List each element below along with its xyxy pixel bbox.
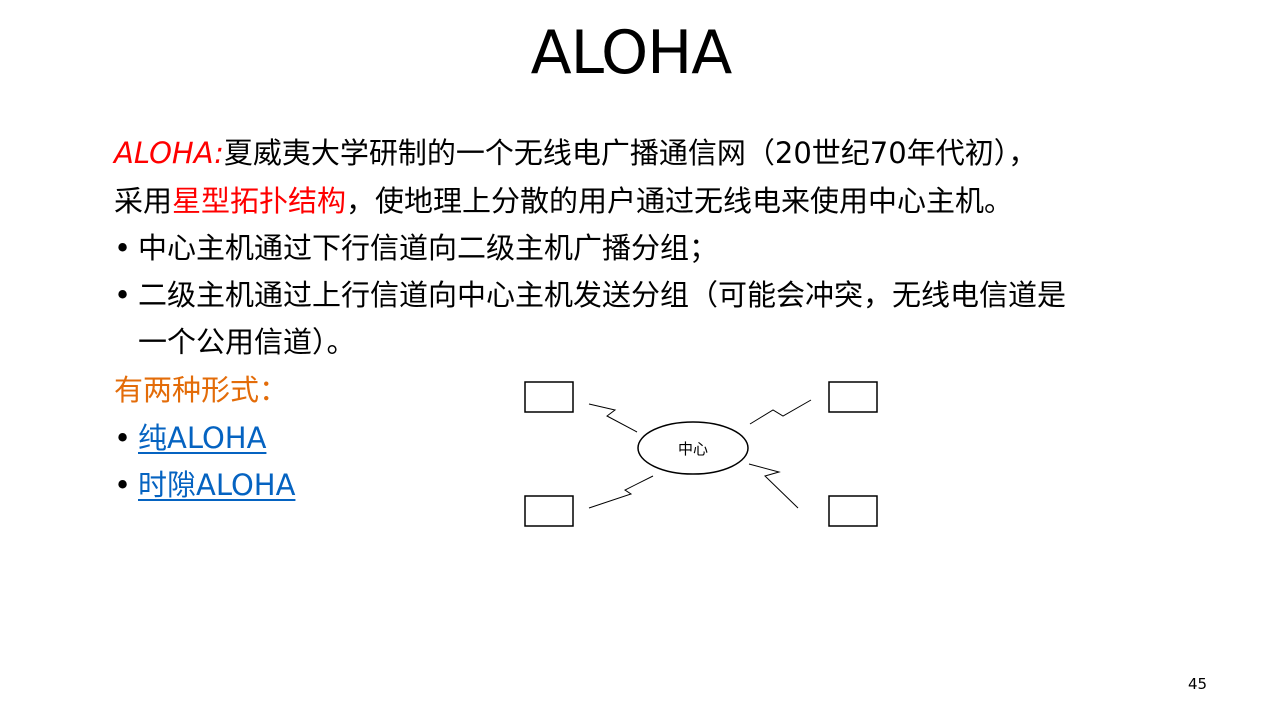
bullet-text: 二级主机通过上行信道向中心主机发送分组（可能会冲突，无线电信道是 — [138, 278, 1067, 312]
host-box-top-left — [524, 381, 574, 413]
bullet-uplink: •二级主机通过上行信道向中心主机发送分组（可能会冲突，无线电信道是 — [114, 271, 1066, 319]
pure-aloha-link[interactable]: 纯ALOHA — [138, 421, 267, 455]
bullet-marker: • — [114, 468, 132, 502]
star-topology-diagram: 中心 — [524, 381, 878, 527]
intro-line-1-text: 夏威夷大学研制的一个无线电广播通信网（20世纪70年代初）， — [223, 136, 1038, 170]
bullet-uplink-continuation: 一个公用信道）。 — [138, 325, 356, 359]
bullet-text: 中心主机通过下行信道向二级主机广播分组； — [138, 231, 719, 265]
bullet-downlink: •中心主机通过下行信道向二级主机广播分组； — [114, 224, 718, 272]
page-number: 45 — [1188, 675, 1208, 693]
forms-heading: 有两种形式： — [114, 373, 289, 407]
bullet-marker: • — [114, 421, 132, 455]
intro-label: ALOHA: — [114, 136, 224, 170]
host-box-bottom-left — [524, 495, 574, 527]
intro-line-2-post: ，使地理上分散的用户通过无线电来使用中心主机。 — [346, 184, 1014, 218]
slotted-aloha-link[interactable]: 时隙ALOHA — [138, 468, 296, 502]
host-box-top-right — [828, 381, 878, 413]
intro-line-2: 采用星型拓扑结构，使地理上分散的用户通过无线电来使用中心主机。 — [114, 177, 1013, 225]
bullet-marker: • — [114, 278, 132, 312]
center-host-ellipse — [637, 421, 749, 475]
radio-link-bottom-right — [748, 463, 799, 509]
slide-title: ALOHA — [530, 18, 733, 88]
form-item-pure-aloha: •纯ALOHA — [114, 414, 266, 462]
host-box-bottom-right — [828, 495, 878, 527]
radio-link-top-right — [749, 399, 812, 425]
center-host-label: 中心 — [678, 440, 708, 458]
radio-link-bottom-left — [588, 475, 654, 509]
radio-link-top-left — [588, 403, 638, 433]
star-topology-highlight: 星型拓扑结构 — [172, 184, 347, 218]
bullet-marker: • — [114, 231, 132, 265]
intro-line-1: ALOHA:夏威夷大学研制的一个无线电广播通信网（20世纪70年代初）， — [114, 129, 1037, 177]
form-item-slotted-aloha: •时隙ALOHA — [114, 461, 295, 509]
intro-line-2-pre: 采用 — [114, 184, 173, 218]
